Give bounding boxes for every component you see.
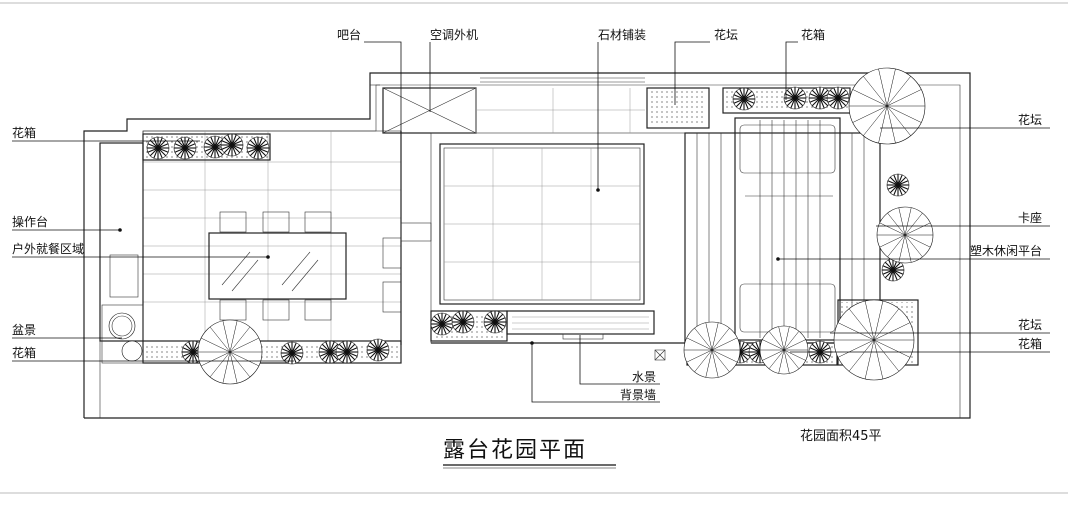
stone-paving — [430, 77, 686, 344]
label-booth-seat: 卡座 — [1018, 210, 1042, 225]
label-planter-top: 花箱 — [801, 27, 825, 42]
potted-plant — [101, 304, 144, 364]
label-prep-counter: 操作台 — [12, 214, 48, 229]
label-bar: 吧台 — [337, 27, 361, 42]
prep-counter — [99, 142, 144, 342]
annotation-labels: 吧台 空调外机 石材铺装 花坛 花箱 花箱 操作台 户外就餐区域 盆景 花箱 花… — [12, 27, 1042, 402]
label-planter-bottom-right: 花箱 — [1018, 336, 1042, 351]
label-planter-left: 花箱 — [12, 125, 36, 140]
label-water-feature: 水景 — [632, 370, 656, 384]
label-potted-plant: 盆景 — [12, 323, 36, 337]
flower-bed-top — [646, 87, 710, 129]
label-backdrop-wall: 背景墙 — [620, 388, 656, 402]
leader-lines — [12, 41, 1050, 403]
area-note: 花园面积45平 — [800, 428, 882, 444]
label-flower-bed-right-bottom: 花坛 — [1018, 317, 1042, 332]
label-stone-paving: 石材铺装 — [598, 28, 646, 42]
plants — [146, 67, 934, 385]
label-ac-unit: 空调外机 — [430, 28, 478, 42]
dining-table — [208, 211, 402, 321]
label-outdoor-dining: 户外就餐区域 — [12, 241, 84, 256]
planter-bottom-left — [142, 340, 402, 364]
drawing-title: 露台花园平面 — [443, 438, 587, 463]
bar-counter — [400, 131, 432, 345]
label-planter-bottom-left: 花箱 — [12, 345, 36, 360]
ac-unit — [382, 87, 477, 134]
dining-paving — [142, 130, 402, 342]
water-feature — [431, 310, 690, 344]
label-wood-deck: 塑木休闲平台 — [970, 243, 1042, 258]
label-flower-bed-right-top: 花坛 — [1018, 112, 1042, 127]
label-flower-bed-top: 花坛 — [714, 27, 738, 42]
